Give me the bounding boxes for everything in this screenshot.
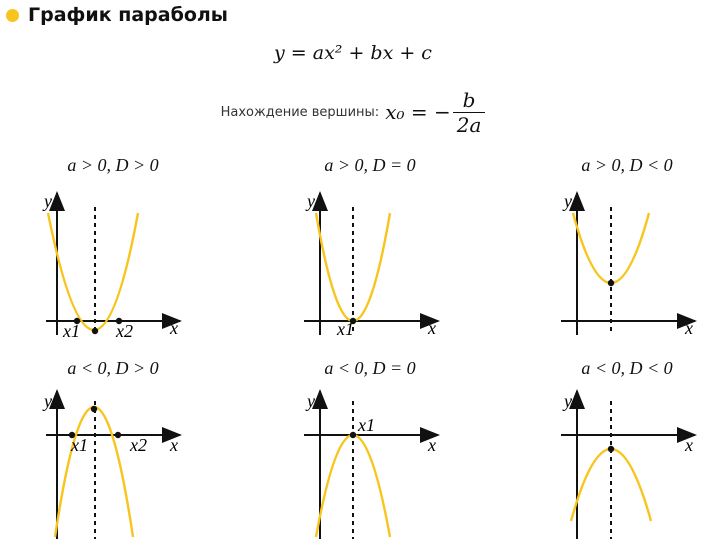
graph-3: y x xyxy=(561,191,697,338)
vertex-lhs: x₀ = − xyxy=(385,100,451,124)
condition-label-4: a < 0, D > 0 xyxy=(67,358,159,378)
header: График параболы xyxy=(6,0,228,30)
bullet-icon xyxy=(6,8,19,22)
vertex-point xyxy=(349,431,357,439)
root-label-1: x1 xyxy=(336,319,354,339)
root-point-2 xyxy=(114,431,122,439)
graph-5: y x x1 xyxy=(304,389,440,539)
y-label: y xyxy=(305,191,315,211)
x-label: x xyxy=(684,435,693,455)
root-label-1: x1 xyxy=(357,415,375,435)
y-label: y xyxy=(562,391,572,411)
general-formula: y = ax² + bx + c xyxy=(274,42,432,64)
vertex-math: x₀ = − b 2a xyxy=(385,87,486,137)
x-label: x xyxy=(684,318,693,338)
y-label: y xyxy=(562,191,572,211)
vertex-point xyxy=(607,279,615,287)
vertex-point xyxy=(607,445,615,453)
vertex-formula: Нахождение вершины: x₀ = − b 2a xyxy=(0,84,706,140)
root-label-1: x1 xyxy=(70,435,88,455)
vertex-fraction: b 2a xyxy=(452,87,486,137)
y-label: y xyxy=(42,391,52,411)
vertex-label: Нахождение вершины: xyxy=(220,104,380,120)
condition-label-3: a > 0, D < 0 xyxy=(581,155,673,175)
root-label-2: x2 xyxy=(115,321,133,341)
x-label: x xyxy=(169,318,178,338)
condition-label-5: a < 0, D = 0 xyxy=(324,358,416,378)
condition-label-1: a > 0, D > 0 xyxy=(67,155,159,175)
graph-1: y x x1 x2 xyxy=(42,191,182,341)
graph-4: y x x1 x2 xyxy=(42,389,182,539)
graph-2: y x x1 xyxy=(304,191,440,339)
parabola xyxy=(46,212,140,331)
graph-6: y x xyxy=(561,389,697,539)
condition-label-6: a < 0, D < 0 xyxy=(581,358,673,378)
root-point-2 xyxy=(115,317,123,325)
root-point-1 xyxy=(73,317,81,325)
page-title: График параболы xyxy=(28,4,228,26)
condition-label-2: a > 0, D = 0 xyxy=(324,155,416,175)
y-label: y xyxy=(42,191,52,211)
vertex-point xyxy=(349,317,357,325)
vertex-numerator: b xyxy=(462,87,476,112)
x-label: x xyxy=(427,318,436,338)
root-point-1 xyxy=(68,431,76,439)
vertex-point xyxy=(90,405,98,413)
vertex-denominator: 2a xyxy=(452,111,486,137)
root-label-2: x2 xyxy=(129,435,147,455)
vertex-point xyxy=(91,327,99,335)
x-label: x xyxy=(427,435,436,455)
y-label: y xyxy=(305,391,315,411)
x-label: x xyxy=(169,435,178,455)
root-label-1: x1 xyxy=(62,321,80,341)
